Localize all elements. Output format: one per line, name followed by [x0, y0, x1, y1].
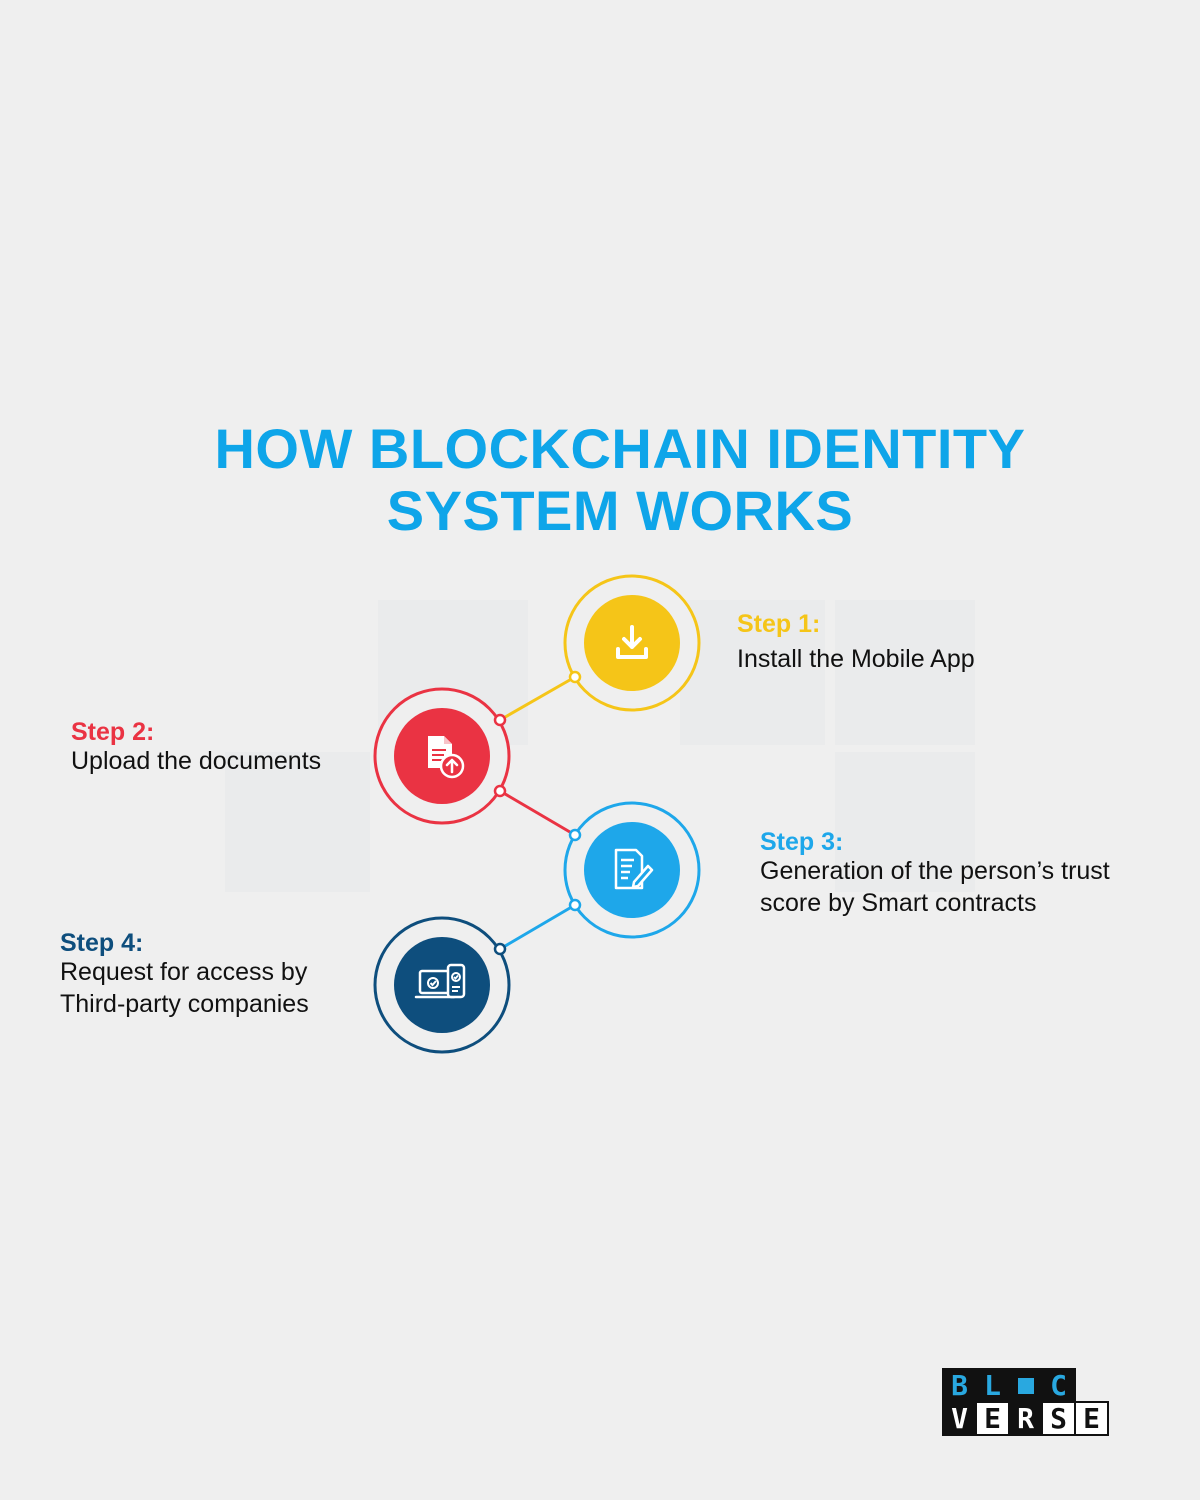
title-line-2: SYSTEM WORKS	[386, 479, 854, 542]
connector-2-3	[499, 789, 576, 837]
devices-verified-icon	[394, 937, 490, 1033]
step-3-text-line-2: score by Smart contracts	[760, 889, 1037, 917]
step-2-node	[373, 687, 511, 825]
logo-letter: R	[1008, 1401, 1043, 1436]
logo-letter: S	[1041, 1401, 1076, 1436]
logo-letter: V	[942, 1401, 977, 1436]
step-4-label: Step 4:	[60, 929, 144, 957]
connector-dot	[493, 784, 507, 798]
connector-dot	[493, 713, 507, 727]
step-4-text-line-2: Third-party companies	[60, 990, 309, 1018]
connector-dot	[568, 670, 582, 684]
connector-dot	[493, 942, 507, 956]
step-2-text: Upload the documents	[71, 747, 322, 775]
step-3-node	[563, 801, 701, 939]
page-title: HOW BLOCKCHAIN IDENTITY SYSTEM WORKS	[0, 418, 1200, 542]
connector-3-4	[499, 903, 576, 951]
document-edit-icon	[584, 822, 680, 918]
connector-dot	[568, 898, 582, 912]
step-1-node	[563, 574, 701, 712]
logo-letter: E	[975, 1401, 1010, 1436]
step-4-text-line-1: Request for access by	[60, 958, 308, 986]
download-icon	[584, 595, 680, 691]
step-1-label: Step 1:	[737, 610, 821, 638]
connector-dot	[568, 828, 582, 842]
logo-letter: L	[975, 1368, 1010, 1403]
logo-letter: C	[1041, 1368, 1076, 1403]
step-2-label: Step 2:	[71, 718, 155, 746]
document-upload-icon	[394, 708, 490, 804]
logo-letter-o	[1008, 1368, 1043, 1403]
connector-1-2	[499, 675, 576, 722]
blocverse-logo: B L C V E R S E	[942, 1368, 1109, 1436]
step-3-text-line-1: Generation of the person’s trust	[760, 857, 1110, 885]
logo-letter: B	[942, 1368, 977, 1403]
logo-row-1: B L C	[942, 1368, 1107, 1403]
step-3-label: Step 3:	[760, 828, 844, 856]
title-line-1: HOW BLOCKCHAIN IDENTITY	[214, 417, 1026, 480]
logo-letter: E	[1074, 1401, 1109, 1436]
step-1-text: Install the Mobile App	[737, 645, 975, 673]
step-4-node	[373, 916, 511, 1054]
logo-row-2: V E R S E	[942, 1401, 1109, 1436]
